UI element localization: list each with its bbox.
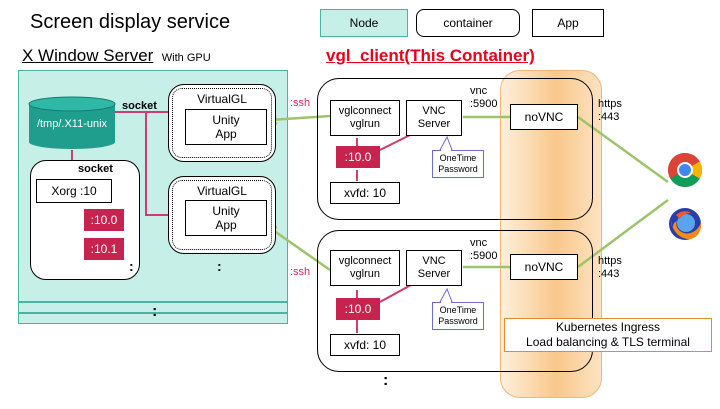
ingress-label-line1: Kubernetes Ingress: [555, 320, 661, 334]
x11-socket-path: /tmp/.X11-unix: [36, 118, 108, 130]
virtualgl-inner-1: [172, 88, 272, 158]
vnc-server-1: VNC Server: [406, 100, 462, 136]
display-10-1: :10.1: [84, 238, 124, 260]
x-window-server-node-stack-1: [18, 302, 288, 313]
novnc-app-1: noVNC: [510, 104, 578, 130]
node-more-dots: :: [152, 303, 158, 320]
virtualgl-title-2: VirtualGL: [197, 184, 247, 198]
otp-callout-1: OneTime Password: [432, 150, 484, 178]
x-window-server-node-stack-2: [18, 313, 288, 324]
chrome-icon: [667, 152, 703, 188]
otp-callout-2: OneTime Password: [432, 302, 484, 330]
x-window-server-name: X Window Server: [22, 46, 154, 65]
virtualgl-title-1: VirtualGL: [197, 92, 247, 106]
chrome-icon-shape: [668, 153, 702, 187]
firefox-icon-shape: [669, 208, 702, 240]
vnc-server-label-1: VNC Server: [417, 105, 451, 130]
cylinder-shape: [28, 96, 116, 149]
legend-app: App: [532, 9, 604, 37]
xorg-more-dots: :: [129, 258, 134, 274]
kubernetes-ingress-label: Kubernetes Ingress Load balancing & TLS …: [504, 318, 712, 352]
vglconnect-app-2: vglconnect vglrun: [330, 250, 400, 286]
vgl-display-1: :10.0: [336, 146, 380, 168]
xorg-socket-label: socket: [78, 163, 113, 175]
xvfd-app-1: xvfd: 10: [330, 182, 400, 204]
ssh-label-2: :ssh: [290, 266, 311, 278]
xvfd-app-2: xvfd: 10: [330, 334, 400, 356]
vglconnect-label-2: vglconnect vglrun: [338, 255, 392, 280]
unity-app-2: Unity App: [185, 200, 267, 236]
socket-label: socket: [122, 100, 157, 112]
unity-app-1-label: Unity App: [212, 113, 240, 141]
x11-socket-cylinder: /tmp/.X11-unix: [28, 96, 116, 150]
firefox-icon: [667, 206, 703, 242]
ssh-label-1: :ssh: [290, 97, 311, 109]
vgl-client-title: vgl_client(This Container): [326, 46, 535, 65]
vgl-display-2: :10.0: [336, 298, 380, 320]
vnc-port-2: vnc :5900: [470, 237, 498, 262]
vglconnect-app-1: vglconnect vglrun: [330, 100, 400, 136]
x-window-server-subtitle: With GPU: [161, 52, 211, 64]
otp-label-1: OneTime Password: [438, 153, 478, 174]
ingress-label-line2: Load balancing & TLS terminal: [526, 335, 690, 349]
page-title: Screen display service: [30, 11, 231, 33]
vgl-client-container-2: [317, 230, 593, 372]
vgl-client-container-1: [317, 78, 593, 220]
otp-label-2: OneTime Password: [438, 305, 478, 326]
vnc-server-label-2: VNC Server: [417, 255, 451, 280]
vnc-port-1: vnc :5900: [470, 85, 498, 110]
legend-node: Node: [320, 9, 408, 37]
unity-app-2-label: Unity App: [212, 204, 240, 232]
vglconnect-label-1: vglconnect vglrun: [338, 105, 392, 130]
https-port-2: https :443: [598, 255, 622, 280]
novnc-app-2: noVNC: [510, 254, 578, 280]
https-port-1: https :443: [598, 98, 622, 123]
legend-container: container: [416, 9, 520, 37]
display-10-0: :10.0: [84, 209, 124, 231]
vgl-more-dots: :: [383, 372, 389, 389]
unity-app-1: Unity App: [185, 109, 267, 145]
virtualgl-inner-2: [172, 180, 272, 250]
x-window-server-title: X Window Server With GPU: [22, 46, 211, 66]
vnc-server-2: VNC Server: [406, 250, 462, 286]
xorg-app: Xorg :10: [36, 179, 112, 203]
virtualgl-more-dots: :: [217, 258, 222, 274]
